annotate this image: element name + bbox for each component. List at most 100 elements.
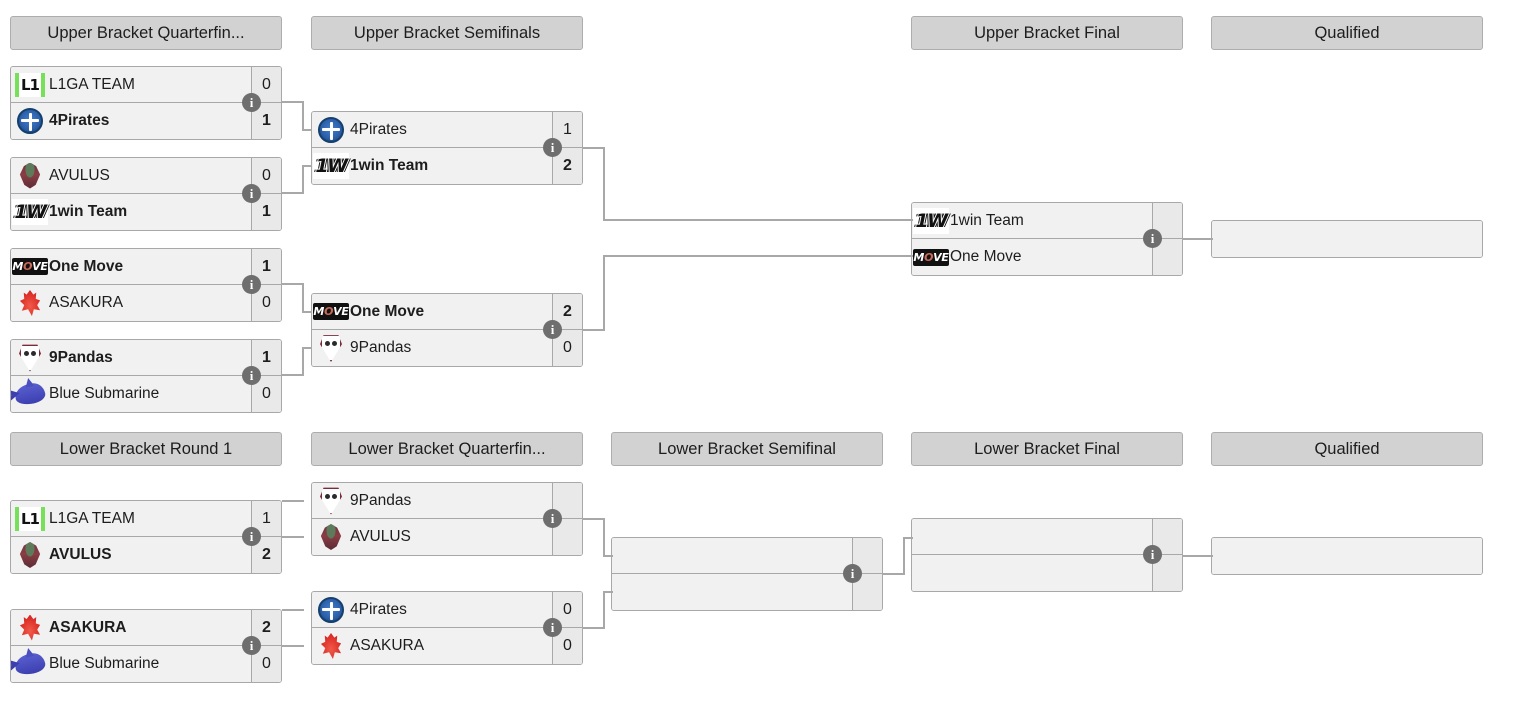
match-row[interactable] [612,538,882,574]
match-info-icon[interactable]: i [543,320,562,339]
team-logo-l1ga: L1 [11,68,49,102]
match-info-icon[interactable]: i [242,93,261,112]
match-row[interactable] [1212,538,1482,574]
match-info-icon[interactable]: i [242,184,261,203]
team-name: One Move [350,302,425,320]
match-info-icon[interactable]: i [242,527,261,546]
bracket-connector-29 [883,573,905,575]
team-name: 1win Team [350,157,429,174]
bracket-connector-27 [603,555,613,557]
match-info-icon[interactable]: i [1143,545,1162,564]
pirates-icon [17,108,43,134]
bluesubmarine-icon [13,381,47,407]
match-row[interactable] [612,574,882,610]
team-logo-9pandas [312,331,350,365]
onewin-icon: 1W [313,153,349,179]
team-logo-empty [1212,539,1250,573]
team-logo-empty [912,556,950,590]
match-row[interactable]: AVULUS [312,519,582,555]
round-header-ub-q: Qualified [1211,16,1483,50]
team-logo-pirates [312,593,350,627]
match-info-icon[interactable]: i [1143,229,1162,248]
team-logo-avulus [11,159,49,193]
bracket-connector-22 [282,609,304,611]
bracket-connector-14 [583,329,605,331]
bracket-connector-2 [282,192,304,194]
round-header-lb-f: Lower Bracket Final [911,432,1183,466]
match-row[interactable] [912,519,1182,555]
avulus-icon [320,524,342,550]
team-logo-empty [612,575,650,609]
team-name: 1win Team [49,203,128,220]
team-logo-empty [1212,222,1250,256]
bracket-connector-10 [302,311,312,313]
match-row[interactable] [1212,221,1482,257]
team-name: One Move [950,248,1022,265]
bracket-connector-15 [603,255,605,331]
bracket-connector-13 [603,147,605,219]
match-info-icon[interactable]: i [543,138,562,157]
team-logo-9pandas [11,341,49,375]
match-info-icon[interactable]: i [843,564,862,583]
onewin-icon: 1W [913,207,949,234]
team-logo-asakura [11,611,49,645]
team-logo-empty [912,520,950,554]
match-info-icon[interactable]: i [543,509,562,528]
match-lbqual[interactable] [1211,537,1483,575]
team-logo-asakura [312,629,350,663]
match-row[interactable] [912,555,1182,591]
match-info-icon[interactable]: i [543,618,562,637]
match-row[interactable]: 9Pandas [312,483,582,519]
match-info-icon[interactable]: i [242,275,261,294]
asakura-icon [19,290,41,316]
match-lbf[interactable] [911,518,1183,592]
bracket-connector-23 [583,518,605,520]
match-ubqual[interactable] [1211,220,1483,258]
match-info-icon[interactable]: i [242,636,261,655]
team-score: 2 [251,610,281,645]
team-name: 4Pirates [350,600,407,618]
team-logo-1win: 1W [912,204,950,238]
team-name: AVULUS [49,546,112,563]
match-info-icon[interactable]: i [242,366,261,385]
bracket-connector-20 [282,500,304,502]
bracket-connector-26 [603,591,605,628]
match-lbsf[interactable] [611,537,883,611]
team-name: 4Pirates [49,112,110,129]
bracket-connector-32 [1183,555,1213,557]
team-logo-pirates [11,104,49,138]
